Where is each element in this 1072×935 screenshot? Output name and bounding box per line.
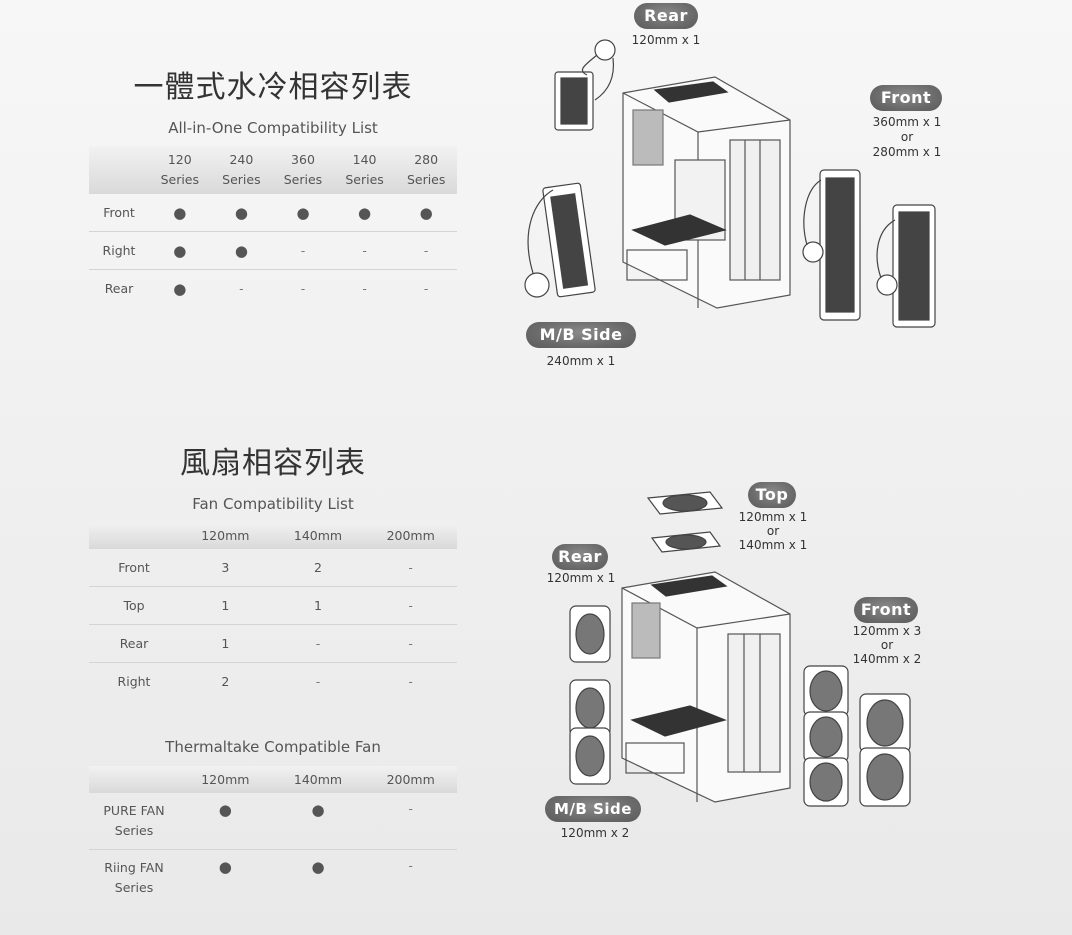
fan-mb-pill: M/B Side	[545, 796, 641, 822]
aio-title: 一體式水冷相容列表	[133, 70, 413, 105]
aio-rear-pill: Rear	[634, 3, 698, 29]
tt-table-header: 120mm 140mm 200mm	[89, 766, 457, 793]
fan-col-140: 140mm	[293, 527, 343, 543]
fan-front-spec2: 140mm x 2	[852, 652, 922, 666]
fan-col-120: 120mm	[201, 527, 250, 543]
fan-table-header: 120mm 140mm 200mm	[89, 522, 457, 549]
aio-front-or: or	[900, 130, 914, 144]
fan-front-or: or	[880, 638, 894, 652]
fan-col-200: 200mm	[386, 527, 435, 543]
fan-mb-spec: 120mm x 2	[560, 826, 630, 840]
fan-title: 風扇相容列表	[180, 446, 366, 481]
aio-mb-spec: 240mm x 1	[546, 354, 616, 368]
fan-case-diagram	[569, 491, 911, 807]
aio-case-diagram	[524, 39, 936, 328]
tt-col-140: 140mm	[293, 771, 343, 787]
table-row: Rear ● - - - -	[104, 279, 429, 298]
table-row: Rear 1 - -	[89, 625, 457, 663]
aio-rear-spec: 120mm x 1	[631, 33, 701, 47]
table-row: Right ● ● - - -	[89, 232, 457, 270]
fan-rear-spec: 120mm x 1	[546, 571, 616, 585]
table-row: Top 1 1 -	[89, 587, 457, 625]
aio-front-spec1: 360mm x 1	[872, 115, 942, 129]
fan-top-or: or	[766, 524, 780, 538]
fan-compat-table: 120mm 140mm 200mm Front 3 2 - Top 1 1 - …	[89, 522, 457, 700]
table-row: Right 2 - -	[117, 674, 413, 689]
aio-front-spec2: 280mm x 1	[872, 145, 942, 159]
fan-top-spec2: 140mm x 1	[738, 538, 808, 552]
table-row: Front ● ● ● ● ●	[89, 194, 457, 232]
fan-top-spec1: 120mm x 1	[738, 510, 808, 524]
fan-top-pill: Top	[748, 482, 796, 508]
tt-col-200: 200mm	[386, 771, 435, 787]
tt-subtitle: Thermaltake Compatible Fan	[165, 738, 381, 756]
fan-front-pill: Front	[854, 597, 918, 623]
aio-front-pill: Front	[870, 85, 942, 111]
aio-mb-pill: M/B Side	[526, 322, 636, 348]
aio-subtitle: All-in-One Compatibility List	[168, 119, 378, 137]
fan-front-spec1: 120mm x 3	[852, 624, 922, 638]
tt-col-120: 120mm	[201, 771, 250, 787]
fan-subtitle: Fan Compatibility List	[192, 495, 354, 513]
fan-rear-pill: Rear	[552, 544, 608, 570]
table-row: Front 3 2 -	[89, 549, 457, 587]
